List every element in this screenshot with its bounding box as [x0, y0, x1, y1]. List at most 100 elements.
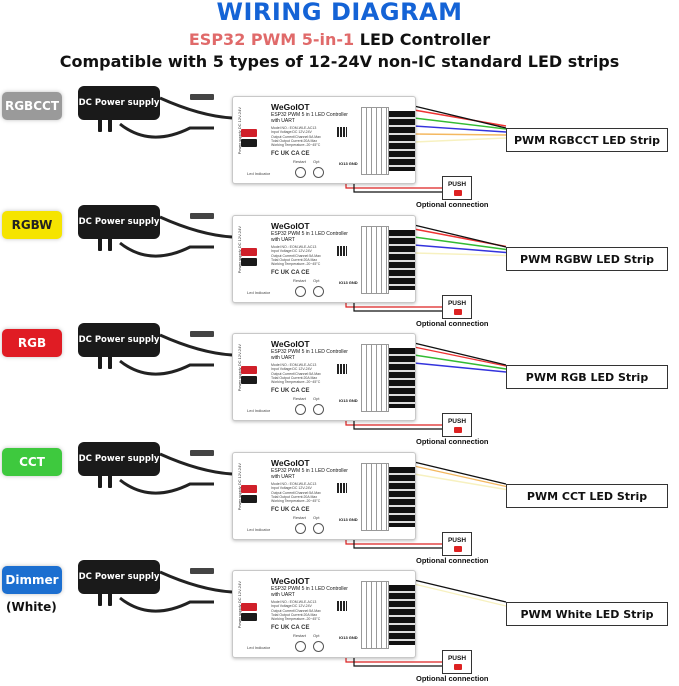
- push-button[interactable]: PUSH: [442, 413, 472, 437]
- io-terminal-label: IO13 GND: [339, 517, 358, 522]
- io-terminal-label: IO13 GND: [339, 280, 358, 285]
- output-wire: [413, 228, 507, 248]
- output-wire: [413, 137, 507, 143]
- power-cable-lead: [119, 596, 214, 613]
- restart-label: Restart: [293, 159, 306, 164]
- diagram-title: WIRING DIAGRAM: [216, 0, 463, 26]
- wiring-table: [361, 107, 389, 175]
- led-indicator-label: Led Indicator: [247, 408, 271, 413]
- opt-button[interactable]: [313, 404, 324, 415]
- led-indicator-label: Led Indicator: [247, 527, 271, 532]
- power-cable-lead: [119, 122, 214, 139]
- power-cable-lead: [119, 241, 214, 258]
- controller-model: ESP32 PWM 5 in 1 LED Controller with UAR…: [271, 468, 348, 480]
- opt-label: Opt: [313, 159, 320, 164]
- power-supply: DC Power supply: [78, 86, 160, 120]
- power-terminal-red: [241, 485, 257, 493]
- controller-brand: WeGoIOT: [271, 221, 310, 231]
- common-wire: [413, 579, 507, 603]
- common-wire: [413, 461, 507, 485]
- controller-brand: WeGoIOT: [271, 339, 310, 349]
- opt-label: Opt: [313, 515, 320, 520]
- power-prong: [98, 474, 102, 488]
- certification-marks: FC UK CA CE: [271, 151, 310, 157]
- power-cable: [159, 570, 233, 594]
- output-wire: [413, 346, 507, 367]
- controller-specs: Model NO.: EOM-WLE-AC13 Input Voltage:DC…: [271, 126, 321, 148]
- power-terminal-red: [241, 129, 257, 137]
- push-button[interactable]: PUSH: [442, 532, 472, 556]
- opt-label: Opt: [313, 396, 320, 401]
- wiring-table: [361, 226, 389, 294]
- output-wire: [413, 354, 507, 370]
- certification-marks: FC UK CA CE: [271, 625, 310, 631]
- output-terminal-block: [389, 585, 415, 645]
- optional-connection-label: Optional connection: [416, 437, 489, 446]
- controller-brand: WeGoIOT: [271, 102, 310, 112]
- led-strip-label: PWM RGB LED Strip: [506, 365, 668, 389]
- output-wire: [413, 125, 507, 133]
- led-strip-label: PWM White LED Strip: [506, 602, 668, 626]
- power-supply: DC Power supply: [78, 560, 160, 594]
- opt-button[interactable]: [313, 641, 324, 652]
- qr-code: [337, 364, 347, 374]
- restart-button[interactable]: [295, 523, 306, 534]
- opt-button[interactable]: [313, 523, 324, 534]
- controller-specs: Model NO.: EOM-WLE-AC13 Input Voltage:DC…: [271, 245, 321, 267]
- controller-specs: Model NO.: EOM-WLE-AC13 Input Voltage:DC…: [271, 363, 321, 385]
- output-wire: [413, 252, 507, 257]
- controller-specs: Model NO.: EOM-WLE-AC13 Input Voltage:DC…: [271, 600, 321, 622]
- restart-button[interactable]: [295, 167, 306, 178]
- wiring-table: [361, 463, 389, 531]
- opt-label: Opt: [313, 633, 320, 638]
- power-prong: [108, 118, 112, 132]
- opt-button[interactable]: [313, 167, 324, 178]
- certification-marks: FC UK CA CE: [271, 507, 310, 513]
- controller-brand: WeGoIOT: [271, 576, 310, 586]
- power-supply: DC Power supply: [78, 442, 160, 476]
- controller-model: ESP32 PWM 5 in 1 LED Controller with UAR…: [271, 231, 348, 243]
- power-terminal-black: [241, 258, 257, 266]
- power-prong: [108, 237, 112, 251]
- controller-brand: WeGoIOT: [271, 458, 310, 468]
- controller-model: ESP32 PWM 5 in 1 LED Controller with UAR…: [271, 586, 348, 598]
- output-wire: [413, 133, 507, 136]
- controller-model: ESP32 PWM 5 in 1 LED Controller with UAR…: [271, 112, 348, 124]
- restart-button[interactable]: [295, 641, 306, 652]
- wiring-table: [361, 581, 389, 649]
- output-terminal-block: [389, 111, 415, 171]
- certification-marks: FC UK CA CE: [271, 388, 310, 394]
- opt-label: Opt: [313, 278, 320, 283]
- output-terminal-block: [389, 230, 415, 290]
- restart-label: Restart: [293, 278, 306, 283]
- restart-button[interactable]: [295, 286, 306, 297]
- qr-code: [337, 127, 347, 137]
- output-wire: [413, 244, 507, 254]
- strip-type-badge: RGBW: [2, 211, 62, 239]
- qr-code: [337, 246, 347, 256]
- dc-jack: [190, 331, 214, 337]
- optional-connection-label: Optional connection: [416, 319, 489, 328]
- push-button[interactable]: PUSH: [442, 650, 472, 674]
- dc-jack: [190, 94, 214, 100]
- common-wire: [413, 105, 507, 129]
- qr-code: [337, 483, 347, 493]
- push-button[interactable]: PUSH: [442, 176, 472, 200]
- controller-model: ESP32 PWM 5 in 1 LED Controller with UAR…: [271, 349, 348, 361]
- power-terminal-red: [241, 366, 257, 374]
- io-terminal-label: IO13 GND: [339, 398, 358, 403]
- common-wire: [413, 224, 507, 248]
- restart-label: Restart: [293, 396, 306, 401]
- power-cable: [159, 215, 233, 239]
- output-wire: [413, 117, 507, 130]
- opt-button[interactable]: [313, 286, 324, 297]
- restart-button[interactable]: [295, 404, 306, 415]
- power-prong: [108, 474, 112, 488]
- push-button[interactable]: PUSH: [442, 295, 472, 319]
